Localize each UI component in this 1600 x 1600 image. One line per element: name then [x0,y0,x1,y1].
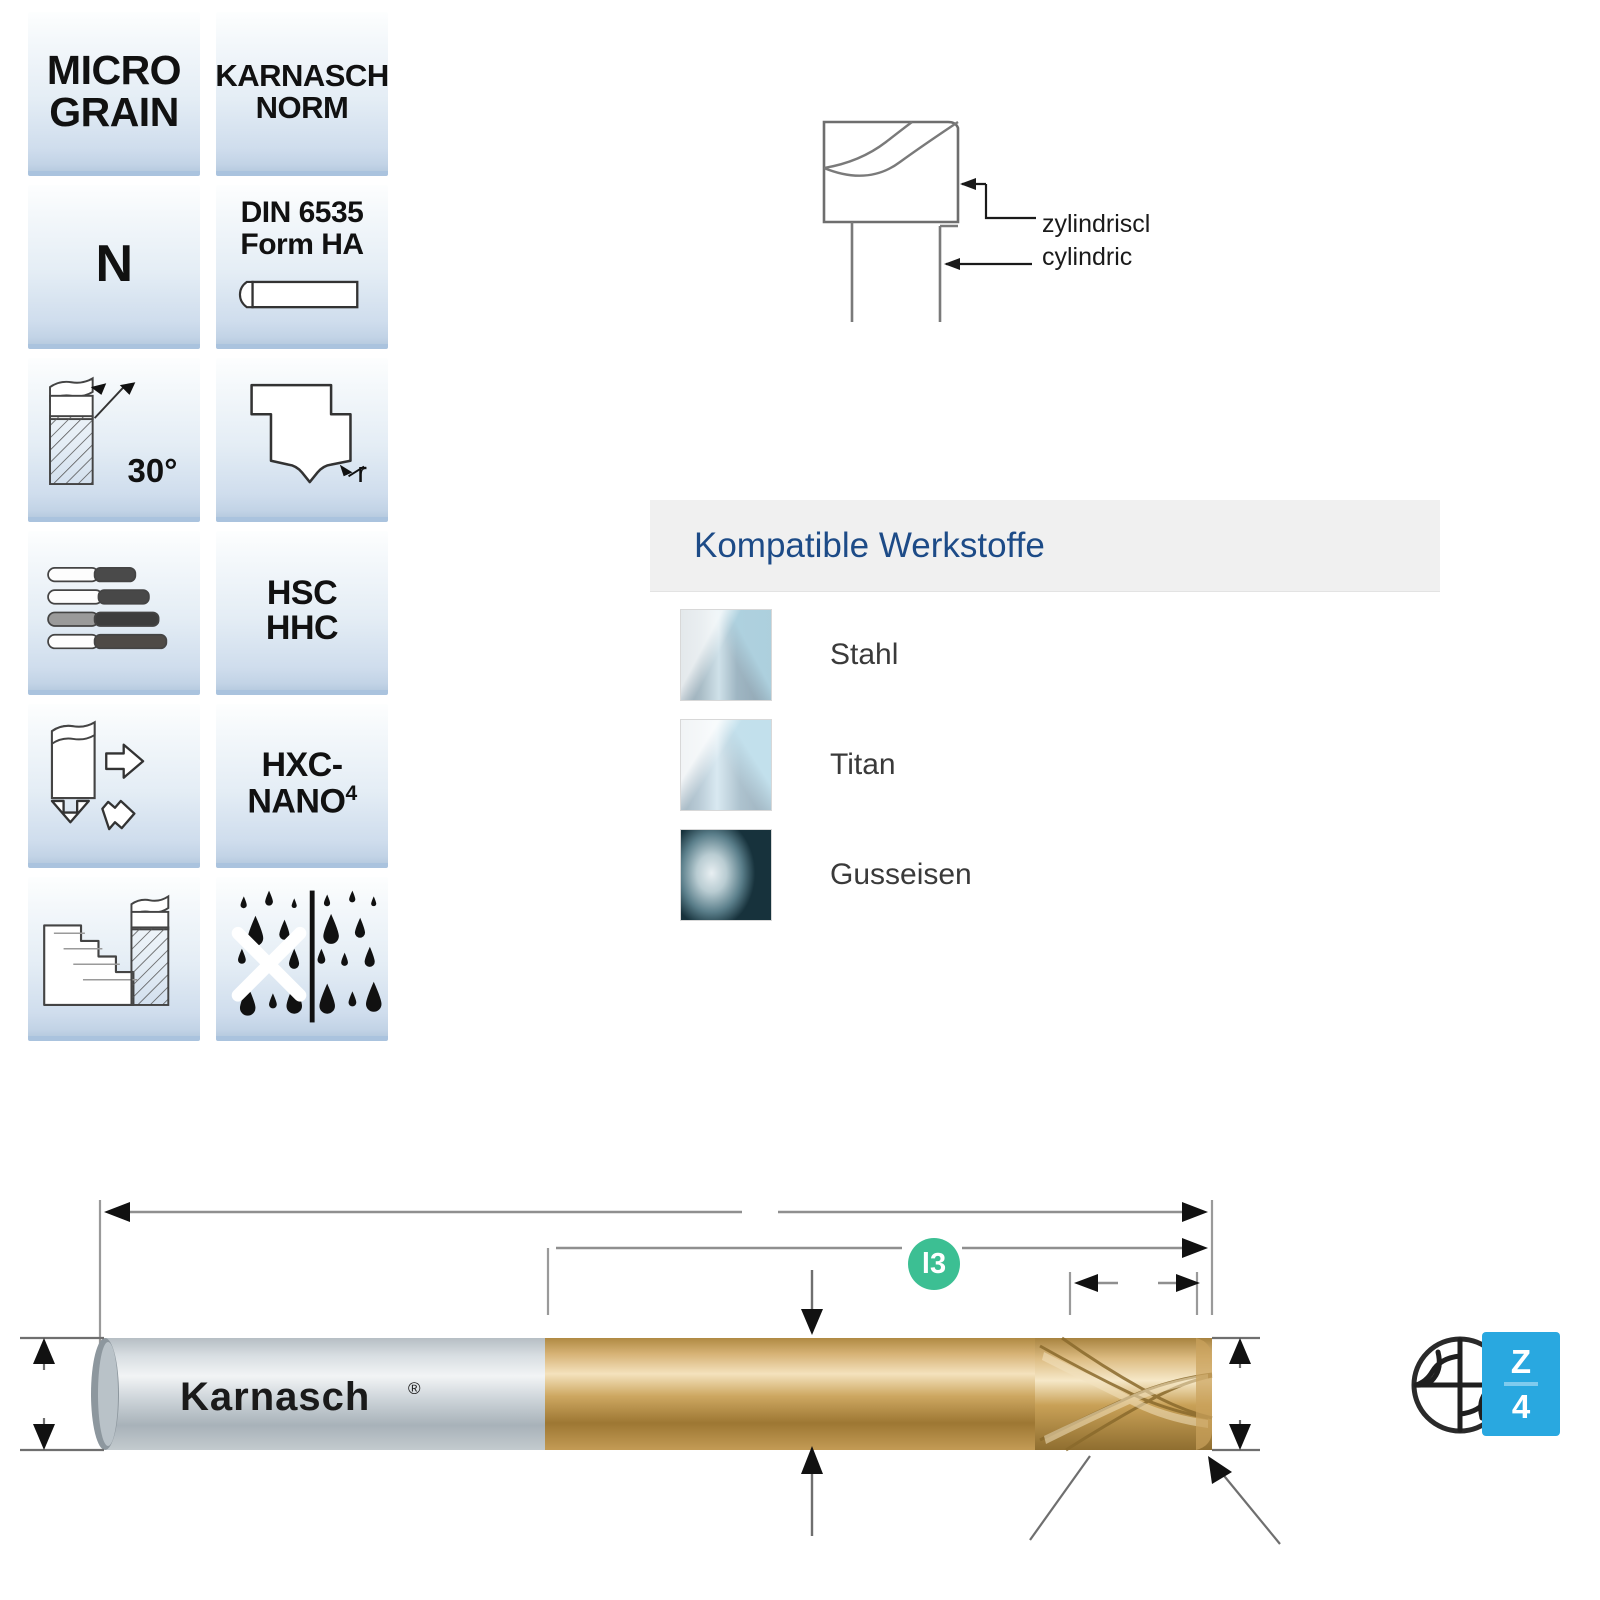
material-label: Titan [830,748,896,781]
materials-panel-header: Kompatible Werkstoffe [650,500,1440,592]
compatible-materials-panel: Kompatible Werkstoffe Stahl Titan Gussei… [650,500,1440,930]
dimension-badge-l3[interactable]: l3 [908,1238,960,1290]
feature-tile-hsc-hhc[interactable]: HSC HHC [216,531,388,695]
material-row-gusseisen[interactable]: Gusseisen [650,820,1440,930]
material-label: Stahl [830,638,899,671]
feature-tile-material-group-n[interactable]: N [28,185,200,349]
cylindrical-shank-icon [238,280,359,309]
feature-label-line: HSC [266,573,338,612]
flute-count-panel: Z 4 [1482,1332,1560,1436]
svg-text:30°: 30° [128,452,178,489]
material-thumbnail-cast-iron [680,829,772,921]
feature-label-line: MICRO [46,46,182,93]
feature-tile-performance-bars[interactable] [28,531,200,695]
feature-label-line: NANO [247,782,346,821]
material-row-titan[interactable]: Titan [650,710,1440,820]
feature-label-superscript: 4 [345,781,357,805]
feature-label-line: N [95,234,133,293]
feature-label-line: HHC [265,608,339,647]
material-thumbnail-steel [680,609,772,701]
feature-label-line: GRAIN [49,88,179,135]
tip-sketch-label-de: zylindriscl [1042,210,1151,238]
cylindrical-tip-sketch: zylindriscl cylindric [800,100,1200,350]
materials-panel-title: Kompatible Werkstoffe [694,525,1045,565]
material-thumbnail-titanium [680,719,772,811]
svg-text:Karnasch: Karnasch [180,1375,370,1419]
feature-tile-karnasch-norm[interactable]: KARNASCH NORM [216,12,388,176]
feature-tile-no-coolant[interactable] [216,877,388,1041]
feature-icon-grid: MICRO GRAIN KARNASCH NORM N DIN 6535 For… [28,12,388,1041]
corner-radius-letter: r [357,457,367,489]
feature-tile-din-6535-form-ha[interactable]: DIN 6535 Form HA [216,185,388,349]
feature-label-line: NORM [255,89,349,125]
no-coolant-icon [231,890,382,1023]
flute-divider [1504,1382,1538,1386]
corner-radius-icon: r [250,383,367,489]
feature-label-line: KARNASCH [216,57,388,93]
dimension-drawing-svg: Karnasch ® [20,1200,1281,1545]
svg-text:®: ® [408,1379,421,1398]
materials-list: Stahl Titan Gusseisen [650,592,1440,930]
tip-sketch-svg [822,120,1036,322]
material-row-stahl[interactable]: Stahl [650,600,1440,710]
feature-label-line: Form HA [240,227,364,261]
step-milling-icon [43,894,170,1007]
performance-bars-icon [47,566,168,650]
tip-sketch-label-en: cylindric [1042,243,1133,271]
plunge-ramping-icon [50,720,145,831]
feature-tile-step-milling[interactable] [28,877,200,1041]
feature-tile-micro-grain[interactable]: MICRO GRAIN [28,12,200,176]
flute-count-badge[interactable]: Z 4 [1408,1326,1560,1444]
feature-label-line: DIN 6535 [240,196,364,229]
feature-tile-helix-angle-30[interactable]: 30° [28,358,200,522]
material-label: Gusseisen [830,858,972,891]
feature-tile-plunge-ramping[interactable] [28,704,200,868]
flute-letter: Z [1510,1343,1532,1380]
flute-count: 4 [1511,1388,1531,1425]
feature-label-line: HXC- [261,746,343,785]
helix-angle-icon: 30° [49,376,178,489]
feature-tile-hxc-nano4[interactable]: HXC- NANO4 [216,704,388,868]
feature-tile-corner-radius[interactable]: r [216,358,388,522]
dimension-drawing: Karnasch ® [0,1140,1600,1590]
